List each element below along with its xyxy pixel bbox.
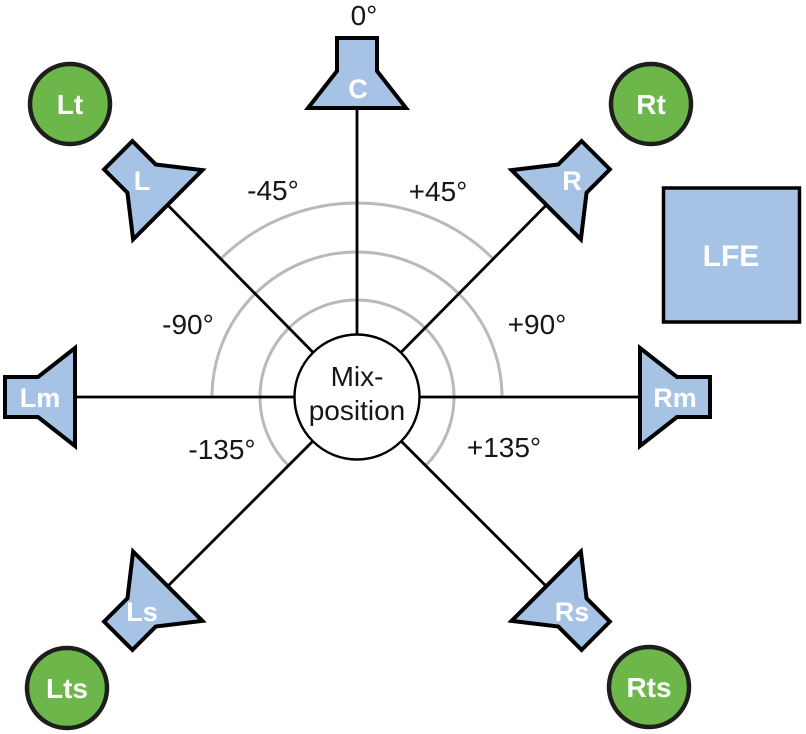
height-channel-icon [608,61,694,147]
mix-position-circle [293,333,421,461]
height-channel-icon [606,644,692,730]
height-channel-label: Lt [57,89,83,120]
mix-position-label-line2: position [309,395,406,426]
speaker-label: R [562,166,582,196]
speaker-icon [638,343,712,451]
speaker-icon [507,138,613,244]
speaker-label: Ls [126,597,158,627]
speaker-icon [303,36,411,110]
mix-position: Mix- position [293,333,421,461]
angle-label-front-left: -45° [247,175,299,206]
speaker-right-mid: Rm [638,343,712,451]
angle-label-rear-left: -135° [188,434,255,465]
mix-position-label-line1: Mix- [331,361,384,392]
speaker-label: Rs [555,597,590,627]
speaker-icon [507,547,613,653]
height-left-top-surround: Lts [24,645,110,731]
speaker-left: L [101,138,207,244]
speaker-label: C [348,74,368,104]
angle-labels: 0° -45° +45° -90° +90° -135° +135° [162,0,566,465]
speaker-right: R [507,138,613,244]
speaker-icon [101,138,207,244]
height-channel-label: Lts [46,673,88,704]
speaker-right-surround: Rs [507,547,613,653]
angle-label-side-left: -90° [162,309,214,340]
height-channels: Lt Rt Lts Rts [24,61,694,731]
height-channel-icon [24,645,110,731]
speaker-label: Lm [20,383,61,413]
speaker-label: L [134,166,151,196]
angle-label-front: 0° [351,0,378,31]
height-left-top: Lt [27,61,113,147]
lfe-label: LFE [703,240,760,273]
height-channel-label: Rts [626,672,671,703]
speaker-left-mid: Lm [3,343,77,451]
speaker-icon [3,343,77,451]
speaker-left-surround: Ls [101,547,207,653]
angle-label-front-right: +45° [409,176,468,207]
height-right-top-surround: Rts [606,644,692,730]
height-channel-label: Rt [636,89,666,120]
speaker-icon [101,547,207,653]
speaker-label: Rm [653,383,697,413]
height-right-top: Rt [608,61,694,147]
angle-label-rear-right: +135° [467,432,541,463]
lfe-icon [661,186,802,324]
lfe-channel: LFE [661,186,802,324]
height-channel-icon [27,61,113,147]
speakers: C L R Lm Rm Ls Rs [3,36,712,653]
speaker-center: C [303,36,411,110]
angle-label-side-right: +90° [508,309,567,340]
